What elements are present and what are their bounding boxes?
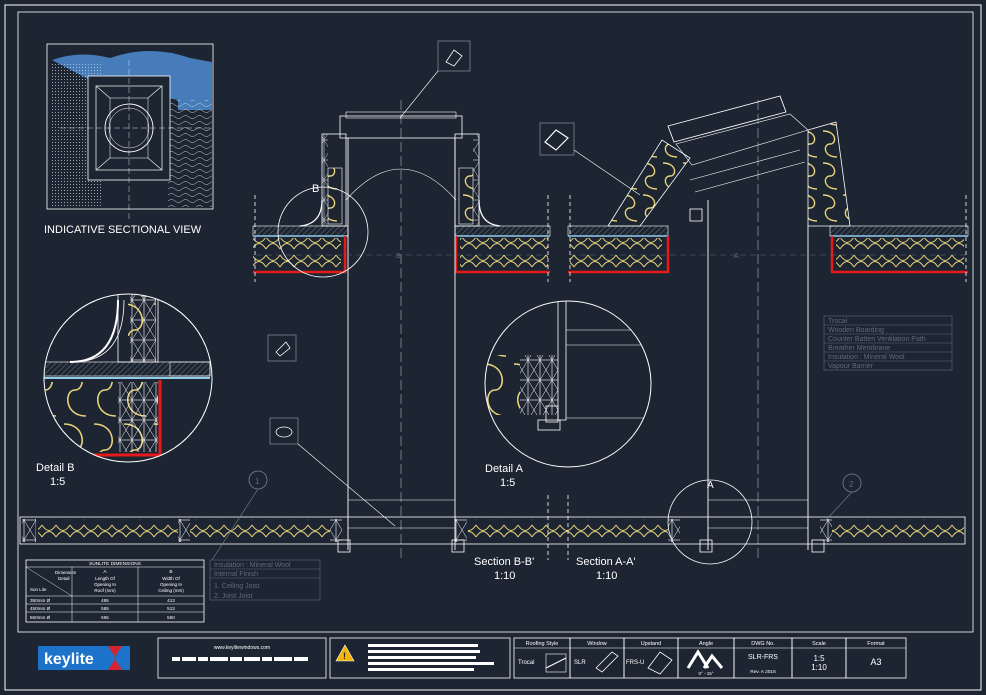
- ceiling-band: A 1 2: [19, 470, 966, 565]
- svg-text:A: A: [734, 253, 739, 260]
- legend-item: Breather Membrane: [828, 345, 890, 352]
- section-aa-scale: 1:10: [596, 570, 617, 582]
- spec-value: 0° - 15°: [698, 671, 713, 676]
- table-title: SUNLITE DIMENSIONS: [89, 561, 141, 567]
- indicative-view-label: INDICATIVE SECTIONAL VIEW: [44, 224, 202, 236]
- note-item: Insulation : Mineral Wool: [214, 562, 291, 569]
- legend-item: Counter Batten Ventilation Path: [828, 336, 926, 343]
- table-cell: 665: [101, 615, 109, 620]
- detail-a-title: Detail A: [485, 463, 524, 475]
- redacted-notice: [368, 644, 494, 671]
- legend-item: Insulation : Mineral Wool: [828, 354, 905, 361]
- table-header: Length Of: [95, 576, 116, 581]
- note-item: 1. Ceiling Joist: [214, 583, 260, 590]
- callout-1: 1: [255, 477, 260, 486]
- keylite-logo: keylite: [38, 646, 130, 670]
- section-aa-title: Section A-A': [576, 556, 636, 568]
- spec-value: FRS-U: [626, 660, 644, 666]
- warning-icon: !: [335, 644, 355, 662]
- svg-text:B: B: [396, 253, 401, 260]
- table-cell: 565: [101, 606, 109, 611]
- spec-header: Angle: [699, 641, 713, 647]
- table-header: Width Of: [162, 576, 180, 581]
- detail-a-scale: 1:5: [500, 477, 515, 489]
- detail-b: Detail B 1:5: [36, 293, 213, 488]
- table-header: Ceiling (mm): [158, 588, 184, 593]
- website-link[interactable]: www.keylitewindows.com: [214, 645, 270, 651]
- spec-value: Trocal: [518, 660, 534, 666]
- sunlite-dimensions-table: SUNLITE DIMENSIONS Dimension Detail Sun …: [25, 559, 205, 623]
- table-cell: 560: [167, 615, 175, 620]
- table-cell: 495: [101, 598, 109, 603]
- detail-a: Detail A 1:5: [484, 300, 652, 489]
- drawing-number: SLR-FRS: [748, 654, 778, 661]
- scale-value: 1:5: [813, 654, 825, 663]
- spec-header: Format: [867, 641, 885, 647]
- marker-b: B: [312, 183, 319, 195]
- legend-item: Vapour Barrier: [828, 363, 874, 370]
- spec-header: Roofing Style: [526, 641, 559, 647]
- svg-text:!: !: [343, 651, 346, 661]
- table-header: Roof (mm): [94, 588, 116, 593]
- table-header: Sun Lite: [30, 587, 47, 592]
- brand-name: keylite: [44, 651, 94, 668]
- section-aa-upper: A: [567, 95, 969, 560]
- section-bb-title: Section B-B': [474, 556, 534, 568]
- table-cell: 450mm Ø: [30, 606, 51, 611]
- detail-b-scale: 1:5: [50, 476, 65, 488]
- left-notes: Insulation : Mineral Wool Internal Finis…: [209, 559, 321, 601]
- table-cell: 550mm Ø: [30, 615, 51, 620]
- drawing-frame: [4, 4, 982, 691]
- table-header: Detail: [58, 576, 70, 581]
- table-header: B: [169, 569, 172, 575]
- callout-2: 2: [849, 480, 854, 489]
- legend-item: Trocal: [828, 318, 848, 325]
- scale-value: 1:10: [811, 663, 827, 672]
- redacted-text: [172, 657, 308, 661]
- indicative-sectional-view: INDICATIVE SECTIONAL VIEW: [44, 43, 214, 236]
- table-cell: 513: [167, 606, 175, 611]
- table-header: Opening In: [160, 582, 183, 587]
- table-header: Opening In: [94, 582, 117, 587]
- spec-header: Scale: [812, 641, 826, 647]
- note-item: 2. Joist Joist: [214, 593, 253, 600]
- legend-item: Wooden Boarding: [828, 327, 884, 334]
- marker-a: A: [707, 480, 714, 491]
- table-cell: 350mm Ø: [30, 598, 51, 603]
- material-icons: [267, 40, 641, 527]
- table-header: A: [103, 569, 107, 575]
- title-block: keylite www.keylitewindows.com !: [38, 637, 907, 679]
- spec-header: Upstand: [641, 641, 662, 647]
- note-item: Internal Finish: [214, 571, 258, 578]
- detail-b-title: Detail B: [36, 462, 75, 474]
- table-cell: 413: [167, 598, 175, 603]
- spec-header: DWG No.: [751, 641, 775, 647]
- table-header: Dimension: [55, 570, 77, 575]
- section-bb-scale: 1:10: [494, 570, 515, 582]
- revision: Rev. A 2016: [750, 669, 776, 675]
- spec-value: SLR: [574, 660, 586, 666]
- section-bb-upper: B B: [252, 100, 551, 560]
- material-legend: Trocal Wooden Boarding Counter Batten Ve…: [823, 315, 953, 371]
- spec-header: Window: [587, 641, 607, 647]
- format-value: A3: [870, 657, 881, 667]
- section-titles: Section B-B' 1:10 Section A-A' 1:10: [474, 556, 636, 582]
